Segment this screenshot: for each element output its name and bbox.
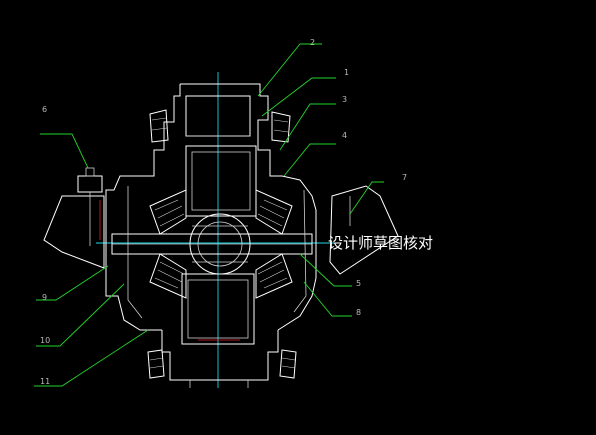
leader-lines [34,43,384,387]
callout-10: 10 [40,336,50,345]
callout-5: 5 [356,279,361,288]
centerlines [96,72,340,388]
callout-9: 9 [42,293,47,302]
callout-1: 1 [344,68,349,77]
callout-8: 8 [356,308,361,317]
roller-bearings [147,109,297,379]
lower-housing [161,273,279,388]
outer-casing [105,175,317,331]
left-flange [43,167,105,269]
callout-7: 7 [402,173,407,182]
callout-2: 2 [310,38,315,47]
cone-hatching [154,199,288,289]
callout-6: 6 [42,105,47,114]
callout-11: 11 [40,377,50,386]
upper-housing [140,83,282,217]
cross-shaft [111,233,313,255]
bearing-cones [149,189,293,299]
right-flange [329,185,399,275]
review-caption: 设计师草图核对 [328,234,434,252]
callout-4: 4 [342,131,347,140]
callout-numbers: 1 2 3 4 5 6 7 8 9 10 11 [40,38,407,386]
callout-3: 3 [342,95,347,104]
